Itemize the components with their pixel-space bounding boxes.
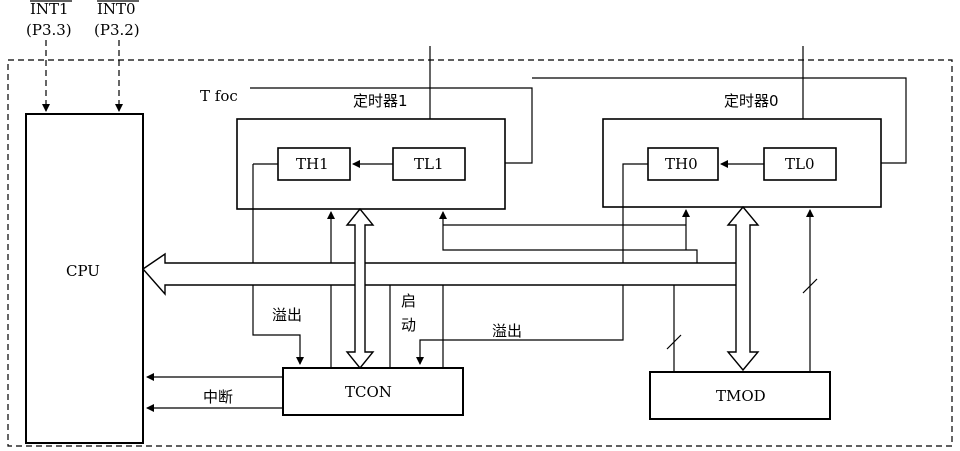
overflow1-label: 溢出 — [272, 306, 302, 324]
int0-pin: INT0 (P3.2) — [94, 0, 140, 112]
tl0-label: TL0 — [785, 155, 815, 173]
tmod-label: TMOD — [716, 387, 766, 405]
overflow1-line — [252, 285, 304, 365]
cpu-block — [25, 113, 144, 444]
int1-pin-name: INT1 — [30, 0, 69, 18]
overflow0-line — [416, 285, 624, 365]
timer0-block — [602, 118, 882, 208]
overflow0-label: 溢出 — [492, 322, 522, 340]
clock-line-timer1 — [250, 87, 533, 167]
chip-boundary — [7, 59, 953, 447]
timer0-label: 定时器0 — [724, 92, 779, 110]
th0-label: TH0 — [665, 155, 698, 173]
tmod-slash-2 — [802, 278, 818, 294]
interrupt-label: 中断 — [203, 388, 233, 406]
timer0-tmod-bus — [726, 205, 760, 372]
start-label-2: 动 — [401, 316, 416, 334]
timer1-label: 定时器1 — [353, 92, 408, 110]
tmod-register — [649, 371, 831, 420]
tcon-register — [282, 367, 464, 416]
th1-label: TH1 — [296, 155, 329, 173]
tmod-slash-1 — [666, 334, 682, 350]
timer1-tcon-bus — [345, 207, 375, 370]
tl1-label: TL1 — [414, 155, 444, 173]
int0-pin-port: (P3.2) — [94, 21, 140, 39]
bus-to-tl1-line — [439, 211, 698, 263]
tl0-register — [763, 147, 837, 181]
int1-pin-port: (P3.3) — [26, 21, 72, 39]
tcon-label: TCON — [345, 383, 392, 401]
int1-pin: INT1 (P3.3) — [26, 0, 72, 112]
bus-to-th0-arrow — [622, 163, 648, 263]
cpu-label: CPU — [66, 262, 100, 280]
th1-register — [277, 147, 351, 181]
start-label-1: 启 — [401, 292, 416, 310]
clock-label: T foc — [200, 87, 238, 105]
tl1-register — [392, 147, 466, 181]
int0-pin-name: INT0 — [97, 0, 136, 18]
th0-register — [647, 147, 719, 181]
internal-data-bus — [141, 252, 749, 296]
